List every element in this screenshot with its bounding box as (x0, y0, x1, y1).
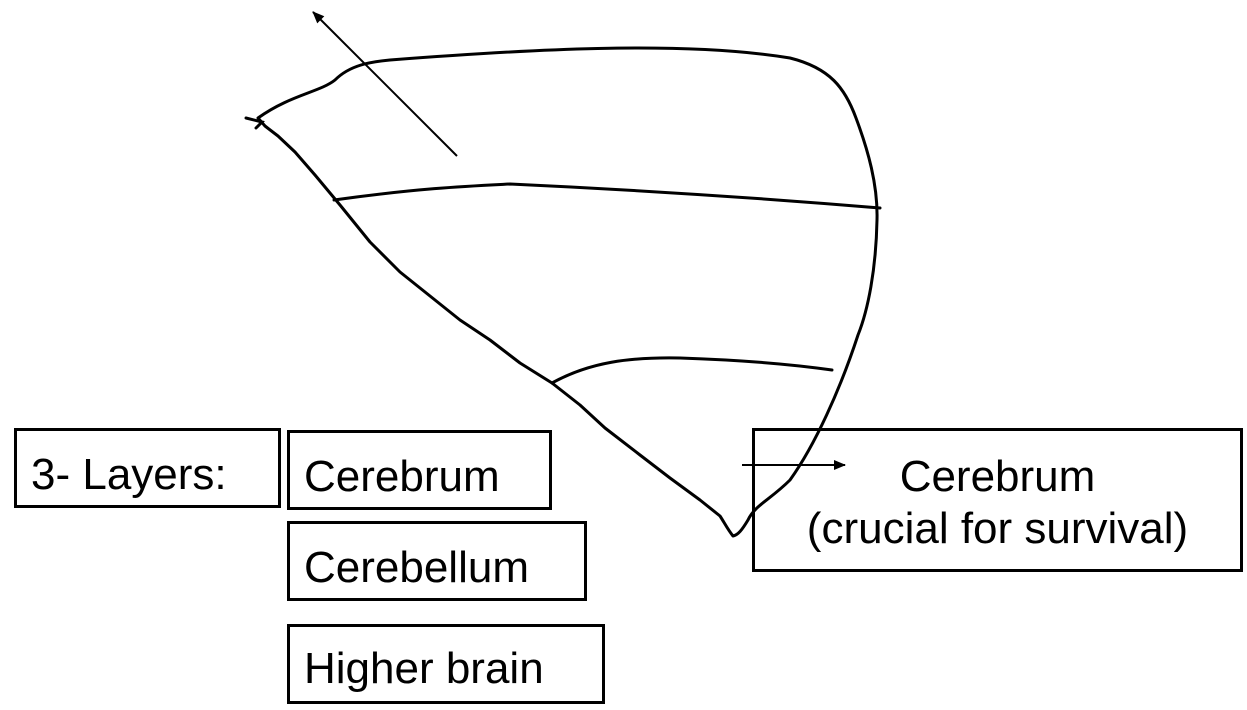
callout-note: (crucial for survival) (755, 503, 1240, 555)
cerebrum-callout-box: Cerebrum (crucial for survival) (752, 428, 1243, 572)
higher-brain-label: Higher brain (304, 645, 602, 693)
lower-layer-divider (552, 358, 832, 383)
callout-title: Cerebrum (755, 451, 1240, 503)
cerebellum-label-box: Cerebellum (287, 521, 587, 601)
higher-brain-label-box: Higher brain (287, 624, 605, 704)
cerebellum-label: Cerebellum (304, 544, 584, 592)
cerebrum-label: Cerebrum (304, 453, 549, 501)
upper-layer-divider (334, 184, 880, 208)
cerebrum-label-box: Cerebrum (287, 430, 552, 510)
layers-label: 3- Layers: (31, 451, 278, 499)
layers-label-box: 3- Layers: (14, 428, 281, 508)
top-layer-arrow (313, 12, 457, 156)
